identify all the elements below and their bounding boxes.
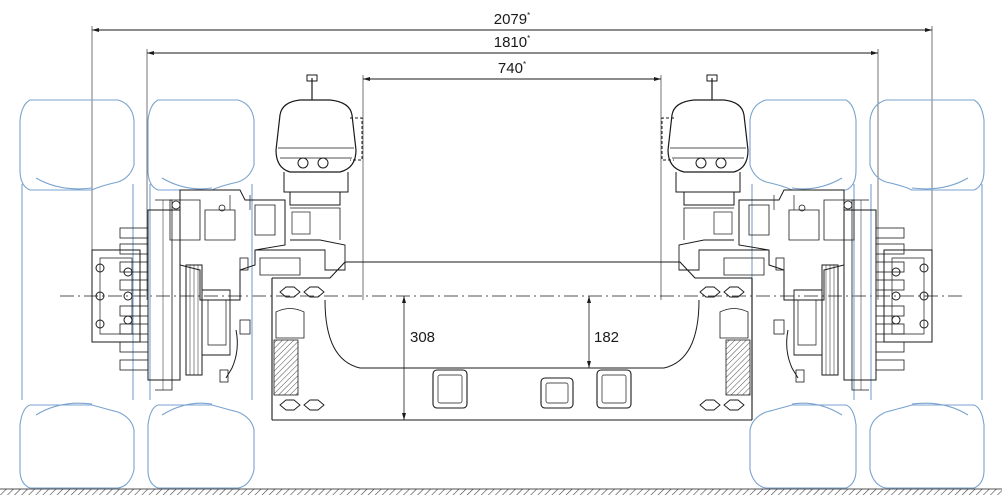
dimension-frame-width: 740*: [362, 60, 662, 300]
dimension-mark-overall: *: [527, 11, 530, 20]
brake-assembly-left: [91, 74, 363, 391]
svg-text:2079*: 2079*: [494, 11, 531, 28]
dimension-label-height-right: 182: [594, 329, 619, 346]
dimension-height-right: 182: [587, 296, 619, 368]
axle-beam: [271, 261, 753, 421]
spring-seat-left: [273, 339, 299, 396]
svg-text:1810*: 1810*: [494, 34, 531, 51]
dimension-mark-inner: *: [527, 34, 530, 43]
dimension-overall-track: 2079*: [91, 11, 933, 300]
brake-assembly-right: [661, 74, 933, 391]
dimension-label-inner: 1810: [494, 34, 527, 51]
dimension-label-height-left: 308: [410, 329, 435, 346]
svg-text:740*: 740*: [498, 60, 526, 77]
tires-right: [749, 99, 985, 489]
dimension-inner-track: 1810*: [146, 34, 879, 300]
dimension-height-left: 308: [402, 296, 435, 420]
tires-left: [19, 99, 255, 489]
dimension-label-overall: 2079: [494, 11, 527, 28]
dimension-mark-frame: *: [523, 60, 526, 69]
spring-seat-right: [725, 339, 751, 396]
dimension-label-frame: 740: [498, 60, 523, 77]
ground-hatch: [0, 489, 1002, 495]
